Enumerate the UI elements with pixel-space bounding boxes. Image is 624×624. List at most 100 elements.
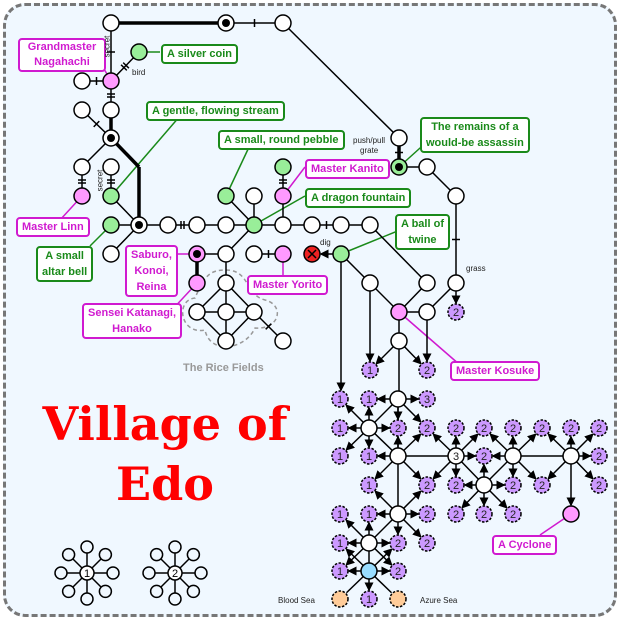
self-loop-icon	[106, 566, 120, 580]
stairs-dot-icon	[135, 221, 143, 229]
self-loop-icon	[80, 540, 94, 554]
node-level-label: 2	[510, 509, 516, 521]
label-master-linn[interactable]: Master Linn	[16, 217, 90, 237]
node-level-label: 1	[337, 566, 343, 578]
room-node	[331, 534, 349, 552]
room-node	[217, 187, 235, 205]
stairs-dot-icon	[107, 134, 115, 142]
label-master-yorito[interactable]: Master Yorito	[247, 275, 329, 295]
node-level-label: 1	[337, 423, 343, 435]
label-altar-bell[interactable]: A small altar bell	[36, 246, 94, 282]
legend-node-label: 1	[84, 568, 90, 580]
edge	[282, 22, 400, 139]
label-saburo[interactable]: Saburo,Konoi,Reina	[125, 245, 178, 297]
self-loop-icon	[186, 547, 201, 562]
room-node	[331, 390, 349, 408]
label-silver-coin[interactable]: A silver coin	[161, 44, 239, 64]
room-node	[360, 447, 378, 465]
room-node	[418, 476, 436, 494]
room-node	[504, 447, 522, 465]
twine-line2: twine	[408, 234, 437, 246]
self-loop-icon	[54, 566, 68, 580]
stairs-dot-icon	[395, 163, 403, 171]
rice-fields-label: The Rice Fields	[183, 362, 264, 374]
self-loop-icon	[186, 584, 201, 599]
room-node	[447, 505, 465, 523]
room-node	[245, 245, 263, 263]
self-loop-icon	[61, 584, 76, 599]
room-node	[361, 274, 379, 292]
room-node	[504, 476, 522, 494]
label-sensei[interactable]: Sensei Katanagi,Hanako	[82, 303, 183, 339]
room-node	[418, 419, 436, 437]
self-loop-icon	[98, 547, 113, 562]
room-node	[102, 245, 120, 263]
label-stream[interactable]: A gentle, flowing stream	[146, 101, 285, 121]
self-loop-icon	[149, 547, 164, 562]
node-level-label: 2	[596, 480, 602, 492]
room-node	[389, 447, 407, 465]
node-level-label: 2	[453, 480, 459, 492]
leader-line	[253, 195, 306, 226]
label-master-kanito[interactable]: Master Kanito	[305, 159, 390, 179]
annotation-secret-2: secret	[95, 169, 105, 192]
room-node	[331, 590, 349, 608]
node-level-label: 2	[596, 423, 602, 435]
room-node	[447, 303, 465, 321]
room-node	[590, 476, 608, 494]
room-node	[360, 562, 378, 580]
label-dragon-fountain[interactable]: A dragon fountain	[305, 188, 412, 208]
room-node	[360, 505, 378, 523]
room-node	[102, 14, 120, 32]
legend-node	[79, 565, 95, 581]
node-level-label: 1	[366, 509, 372, 521]
node-level-label: 2	[395, 538, 401, 550]
room-node	[562, 447, 580, 465]
self-loop-icon	[142, 566, 156, 580]
altar-line2: altar bell	[42, 266, 88, 278]
assassin-line1: The remains of a	[431, 121, 519, 133]
room-node	[475, 447, 493, 465]
room-node	[102, 187, 120, 205]
saburo-line2: Konoi,	[134, 265, 169, 277]
node-level-label: 1	[366, 594, 372, 606]
label-master-kosuke[interactable]: Master Kosuke	[450, 361, 541, 381]
node-level-label: 2	[510, 423, 516, 435]
room-node	[389, 505, 407, 523]
room-node	[274, 187, 292, 205]
altar-line1: A small	[45, 250, 84, 262]
node-level-label: 2	[424, 423, 430, 435]
node-level-label: 1	[337, 509, 343, 521]
room-node	[331, 419, 349, 437]
room-node	[274, 245, 292, 263]
room-node	[447, 419, 465, 437]
node-level-label: 1	[337, 394, 343, 406]
annotation-secret-1: secret	[102, 35, 112, 58]
room-node	[447, 447, 465, 465]
room-node	[274, 14, 292, 32]
self-loop-icon	[98, 584, 113, 599]
room-node	[361, 361, 379, 379]
label-cyclone[interactable]: A Cyclone	[492, 535, 558, 555]
room-node	[390, 129, 408, 147]
stairs-dot-icon	[193, 250, 201, 258]
door-tick	[265, 323, 272, 330]
room-node	[73, 158, 91, 176]
room-node	[102, 72, 120, 90]
label-grandmaster[interactable]: Grandmaster Nagahachi	[18, 38, 106, 72]
node-level-label: 2	[395, 566, 401, 578]
room-node	[590, 447, 608, 465]
legend-node	[167, 565, 183, 581]
annotation-dig: dig	[320, 238, 331, 247]
annotation-bird: bird	[132, 68, 146, 77]
room-node	[447, 476, 465, 494]
label-pebble[interactable]: A small, round pebble	[218, 130, 345, 150]
annotation-push: push/pull	[353, 136, 386, 145]
room-node	[447, 274, 465, 292]
room-node	[533, 476, 551, 494]
leader-line	[340, 227, 406, 255]
